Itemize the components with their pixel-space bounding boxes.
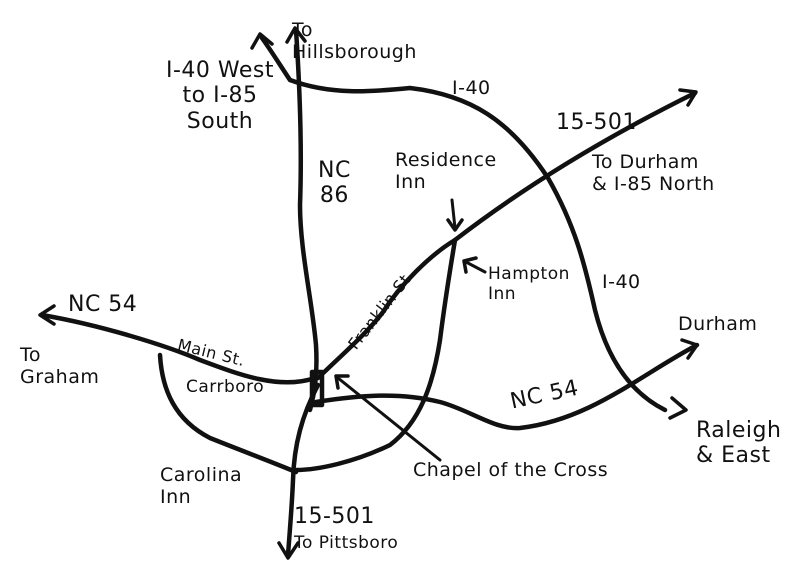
label-to-graham: To Graham (20, 344, 100, 388)
label-nc54-west: NC 54 (68, 292, 138, 317)
label-chapel-of-the-cross: Chapel of the Cross (413, 459, 609, 481)
road-carrboro-loop (157, 352, 299, 475)
arrow-to-raleigh-icon (668, 396, 688, 420)
arrow-to-pittsboro-icon (277, 541, 300, 560)
road-us15501-northeast (452, 90, 698, 243)
pointer-hampton-inn-icon (462, 256, 478, 274)
road-franklin-st (315, 237, 458, 381)
label-to-pittsboro: To Pittsboro (294, 533, 399, 553)
label-to-hillsborough: To Hillsborough (292, 19, 417, 63)
arrow-i40-west-icon (250, 32, 274, 50)
road-nc54-west-main-st (39, 312, 318, 385)
label-to-durham-i85-north: To Durham & I-85 North (592, 151, 715, 195)
arrow-to-durham-icon (678, 88, 698, 107)
pointer-residence-inn-line (450, 198, 457, 230)
road-nc54-east (313, 342, 700, 431)
label-i40-top: I-40 (452, 77, 491, 99)
pointer-residence-inn-icon (446, 218, 464, 232)
label-residence-inn: Residence Inn (395, 149, 497, 193)
label-durham-east: Durham (678, 313, 758, 335)
label-hampton-inn: Hampton Inn (488, 264, 570, 304)
label-us15501-northeast: 15-501 (556, 110, 637, 135)
label-carolina-inn: Carolina Inn (160, 464, 243, 508)
label-raleigh-east: Raleigh & East (696, 418, 782, 469)
arrow-to-hillsborough-icon (285, 26, 307, 44)
chapel-hill-downtown-box (309, 369, 325, 408)
label-i40-west-to-i85-south: I-40 West to I-85 South (165, 58, 274, 134)
label-i40-east: I-40 (602, 271, 641, 293)
road-i40-west-branch (259, 35, 293, 83)
label-us15501-south: 15-501 (294, 504, 375, 529)
pointer-hampton-inn-line (464, 260, 487, 274)
label-carrboro: Carrboro (186, 377, 265, 397)
pointer-chapel-of-the-cross-line (336, 376, 442, 462)
road-hampton-inn-connector (293, 237, 458, 473)
arrow-to-durham-nc54-icon (680, 338, 699, 360)
pointer-chapel-of-the-cross-icon (334, 374, 350, 390)
arrow-to-graham-icon (38, 304, 56, 326)
road-us15501-south (285, 382, 321, 558)
label-nc86: NC 86 (318, 158, 351, 209)
